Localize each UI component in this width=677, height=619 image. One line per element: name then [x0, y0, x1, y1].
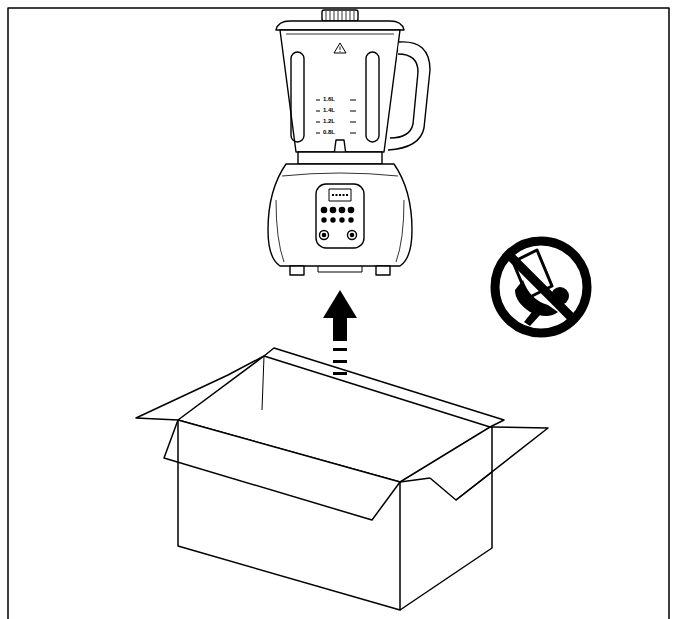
blender: [268, 10, 430, 275]
capacity-mark: 1.6L: [322, 96, 336, 103]
prohibition-sign: [495, 241, 587, 333]
capacity-mark: 1.4L: [322, 107, 336, 114]
frame: [8, 8, 669, 619]
cardboard-box: [136, 348, 548, 610]
capacity-mark: 0.8L: [322, 129, 336, 136]
capacity-mark: 1.2L: [322, 118, 336, 125]
